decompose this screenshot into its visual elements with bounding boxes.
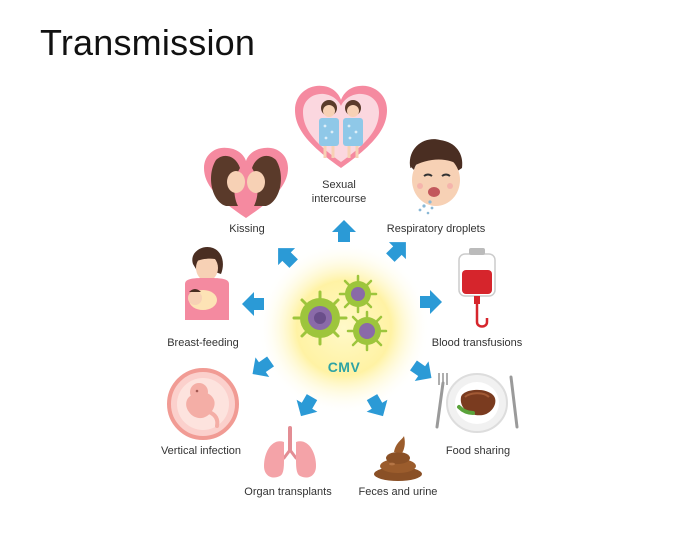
label-sexual-line2: intercourse: [312, 193, 366, 205]
center-label: CMV: [328, 359, 361, 375]
virus-icon: [292, 274, 388, 352]
lungs-icon: [264, 426, 316, 478]
center-glow: [258, 242, 430, 414]
heart-couple-icon: [295, 85, 387, 168]
label-vertical: Vertical infection: [161, 445, 241, 457]
fetus-icon: [167, 368, 239, 440]
blood-bag-icon: [458, 248, 496, 328]
label-sexual-line1: Sexual: [322, 179, 356, 191]
slide-title: Transmission: [40, 22, 256, 63]
label-organ: Organ transplants: [244, 486, 332, 498]
breastfeeding-icon: [185, 246, 229, 320]
kissing-couple-icon: [204, 147, 288, 218]
label-feces: Feces and urine: [359, 486, 438, 498]
label-kissing: Kissing: [229, 223, 264, 235]
food-plate-icon: [435, 373, 519, 433]
label-food: Food sharing: [446, 445, 510, 457]
label-breastfeeding: Breast-feeding: [167, 337, 239, 349]
label-blood: Blood transfusions: [432, 337, 523, 349]
label-respiratory: Respiratory droplets: [387, 223, 486, 235]
coughing-face-icon: [409, 139, 463, 215]
arrow-up: [332, 220, 356, 242]
feces-icon: [374, 436, 422, 481]
